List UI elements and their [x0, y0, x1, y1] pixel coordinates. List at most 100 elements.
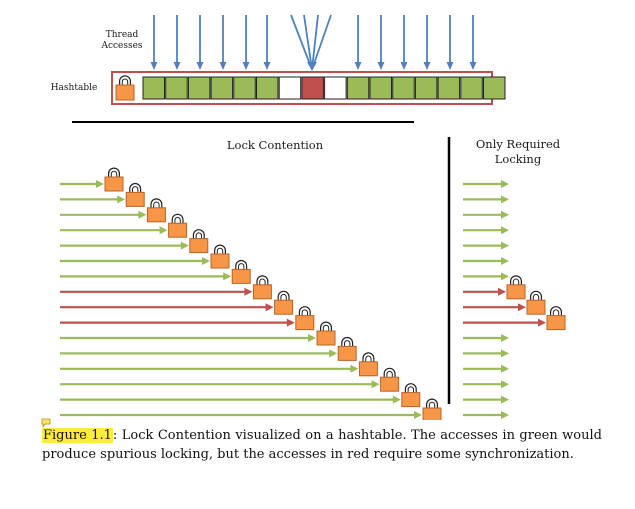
padlock-shackle [150, 198, 163, 208]
padlock-shackle [426, 398, 438, 408]
padlock-shackle [320, 321, 332, 331]
padlock-shackle [214, 244, 226, 254]
thread-access-arrow-head [307, 62, 317, 71]
access-arrow-head [501, 411, 509, 419]
access-arrow-head [501, 257, 509, 265]
padlock-shackle-inner [301, 309, 308, 316]
only-required-locking-title: Only Required Locking [475, 137, 561, 166]
padlock-shackle-inner [280, 293, 287, 301]
padlock-icon [115, 75, 135, 101]
padlock-body [252, 284, 272, 300]
padlock-body [189, 238, 209, 254]
access-arrow [60, 226, 168, 235]
padlock-body [274, 299, 294, 315]
access-arrow-head [501, 349, 509, 358]
hashtable-cell [483, 76, 506, 100]
hashtable-cell [256, 76, 279, 100]
hashtable-cell [324, 76, 347, 100]
access-arrow-head [244, 287, 253, 296]
note-icon [41, 418, 51, 428]
access-arrow-head [414, 411, 422, 419]
padlock-shackle [341, 336, 354, 347]
thread-access-arrow-head [173, 62, 181, 70]
lock-contention-diagram [60, 14, 566, 420]
figure-caption: Figure 1.1: Lock Contention visualized o… [42, 426, 602, 464]
padlock-body [316, 330, 336, 346]
hashtable-cell [165, 76, 188, 100]
thread-access-arrow-shaft [311, 14, 319, 64]
padlock-icon [274, 290, 294, 315]
access-arrow-head [371, 380, 380, 389]
padlock-icon [358, 352, 378, 377]
access-arrow [463, 241, 509, 250]
access-arrow-head [501, 395, 509, 404]
thread-access-arrow-head [446, 62, 454, 70]
padlock-shackle-inner [216, 247, 224, 254]
padlock-icon [146, 198, 166, 223]
padlock-icon [189, 229, 209, 254]
access-arrow [463, 287, 506, 296]
access-arrow-head [286, 318, 295, 327]
hashtable-cell [233, 76, 256, 100]
access-arrow [60, 195, 126, 204]
access-arrow [60, 318, 295, 327]
padlock-body [422, 407, 442, 420]
access-arrow-head [501, 272, 509, 281]
padlock-shackle [108, 167, 120, 177]
only-required-locking-rows [463, 180, 566, 419]
padlock-icon [546, 306, 566, 331]
access-arrow-head [498, 287, 506, 296]
padlock-shackle [510, 275, 522, 285]
padlock-icon [104, 167, 124, 192]
padlock-body [526, 299, 546, 315]
access-arrow-head [501, 180, 509, 188]
padlock-shackle-inner [132, 186, 139, 193]
access-arrow-head [329, 349, 338, 358]
access-arrow-head [202, 257, 210, 265]
padlock-body [231, 268, 251, 284]
access-arrow-head [501, 364, 509, 373]
padlock-icon [401, 383, 421, 408]
access-arrow-head [392, 395, 401, 404]
padlock-icon [506, 275, 526, 300]
access-arrow [60, 303, 274, 312]
padlock-icon [231, 259, 251, 284]
access-arrow [60, 380, 380, 389]
hashtable-lock-icon [115, 75, 135, 101]
hashtable-cell [437, 76, 461, 100]
padlock-body [295, 315, 315, 331]
padlock-shackle [550, 306, 562, 316]
access-arrow [60, 180, 104, 188]
padlock-shackle-inner [110, 170, 118, 177]
access-arrow [463, 257, 509, 265]
padlock-shackle [129, 182, 142, 193]
access-arrow [60, 272, 232, 281]
access-arrow [60, 364, 359, 373]
padlock-shackle [256, 275, 269, 285]
access-arrow [463, 318, 546, 327]
padlock-shackle [298, 306, 311, 316]
access-arrow [463, 380, 509, 389]
padlock-shackle-inner [344, 340, 351, 347]
access-arrow [463, 411, 509, 419]
hashtable-cell [301, 76, 324, 100]
access-arrow-head [350, 364, 359, 373]
access-arrow [463, 272, 509, 281]
padlock-icon [526, 290, 546, 315]
padlock-body [125, 191, 145, 207]
padlock-shackle [171, 213, 184, 224]
thread-access-arrow-shaft [313, 14, 332, 64]
access-arrow-head [538, 318, 546, 327]
access-arrow [60, 257, 210, 265]
figure-label[interactable]: Figure 1.1 [42, 428, 113, 443]
padlock-shackle [404, 383, 417, 393]
thread-access-arrow-head [400, 62, 408, 70]
padlock-body [358, 361, 378, 377]
lock-contention-rows [60, 167, 442, 420]
padlock-icon [380, 367, 400, 392]
padlock-shackle-inner [153, 201, 160, 208]
padlock-shackle-inner [322, 324, 330, 331]
access-arrow [60, 287, 253, 296]
padlock-body [168, 222, 188, 238]
thread-access-arrow-head [196, 62, 204, 70]
